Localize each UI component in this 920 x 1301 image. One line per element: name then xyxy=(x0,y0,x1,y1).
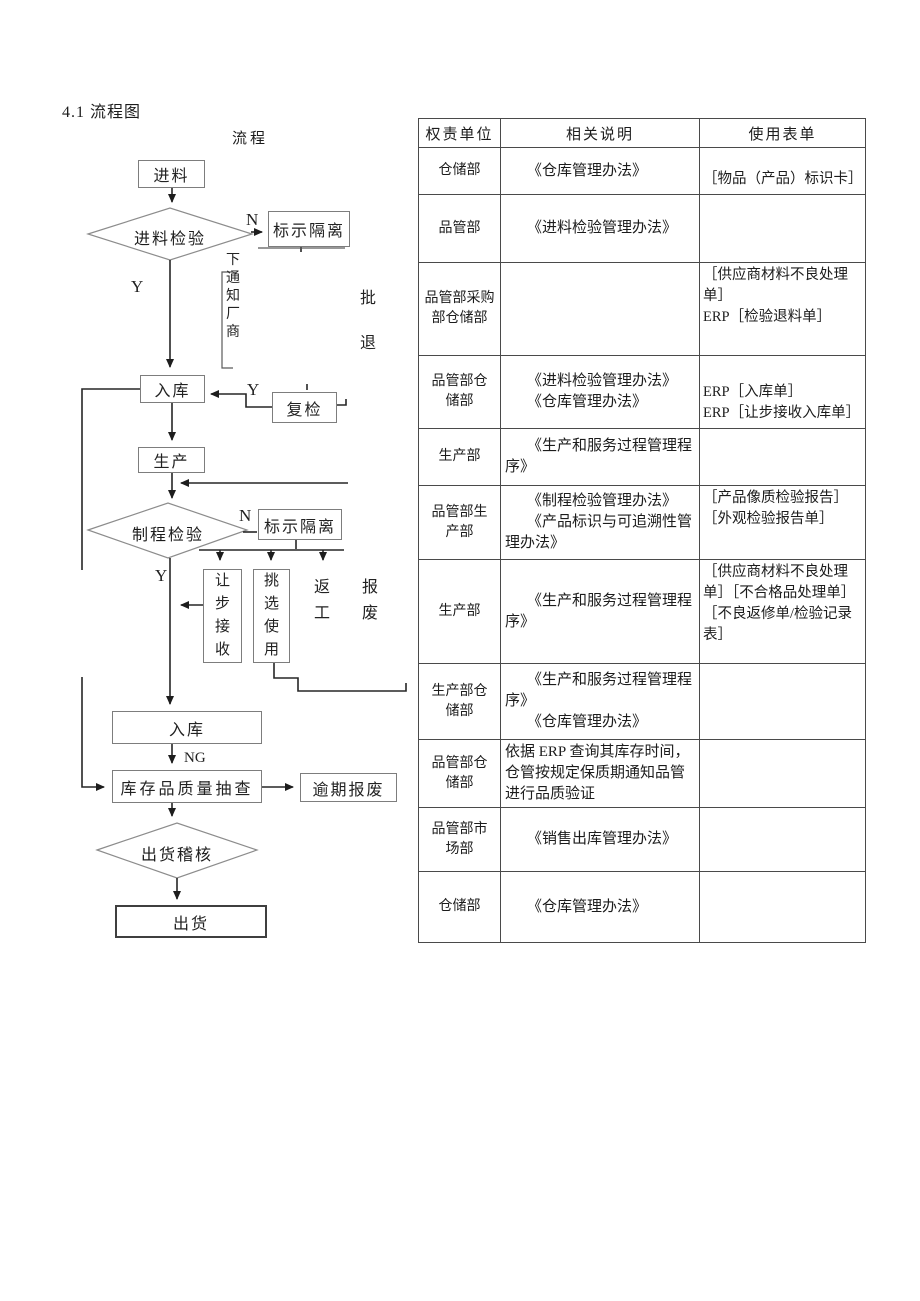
desc-line: 《生产和服务过程管理程序》 xyxy=(505,592,693,630)
arrow-recheck-to-warehouse xyxy=(210,390,272,408)
unit-line: 品管部仓 xyxy=(431,374,488,389)
unit-line: 部仓储部 xyxy=(431,311,488,326)
flow-node-recheck: 复检 xyxy=(272,392,337,423)
label-n1: N xyxy=(246,210,259,229)
process-check-diamond xyxy=(86,502,249,559)
desc-line: 《生产和服务过程管理程序》 xyxy=(505,438,693,475)
flow-node-mark-isolate-1: 标示隔离 xyxy=(268,211,350,247)
label-n2: N xyxy=(239,506,252,525)
table-row: 品管部生 产部 《制程检验管理办法》 《产品标识与可追溯性管理办法》 ［产品像质… xyxy=(418,485,866,560)
form-line: ERP［检验退料单］ xyxy=(703,309,832,325)
form-line: ［产品像质检验报告］ xyxy=(703,490,848,506)
line-warehouse-left-bypass-top xyxy=(81,388,140,570)
unit-line: 品管部生 xyxy=(431,504,488,520)
form-line: ［不良返修单/检验记录表］ xyxy=(703,606,853,643)
table-row: 品管部仓 储部 依据 ERP 查询其库存时间，仓管按规定保质期通知品管进行品质验… xyxy=(418,739,866,808)
desc-line: 《进料检验管理办法》 xyxy=(527,373,678,389)
shipment-audit-diamond xyxy=(95,822,259,879)
flow-node-concession-accept: 让步接收 xyxy=(203,569,242,663)
section-title: 4.1 流程图 xyxy=(62,104,142,121)
header-desc: 相关说明 xyxy=(500,118,700,148)
table-row: 生产部仓 储部 《生产和服务过程管理程序》 《仓库管理办法》 xyxy=(418,663,866,740)
header-forms: 使用表单 xyxy=(699,118,866,148)
flow-node-sort-use: 挑选使用 xyxy=(253,569,290,663)
unit-line: 生产部 xyxy=(438,603,481,619)
desc-line: 《进料检验管理办法》 xyxy=(527,220,678,236)
table-row: 品管部采购 部仓储部 ［供应商材料不良处理单］ ERP［检验退料单］ xyxy=(418,262,866,356)
flow-node-warehouse-1: 入库 xyxy=(140,375,205,403)
flow-node-feed-check: 进料检验 xyxy=(133,231,206,248)
form-line: ［外观检验报告单］ xyxy=(703,511,834,527)
unit-line: 产部 xyxy=(445,524,474,540)
flow-node-shipment: 出货 xyxy=(115,905,267,938)
form-line: ERP［入库单］ xyxy=(703,384,803,400)
stub-recheck-right xyxy=(337,399,347,406)
decision-diamonds xyxy=(86,207,259,879)
unit-line: 储部 xyxy=(445,394,474,409)
unit-line: 仓储部 xyxy=(438,899,481,914)
label-y1: Y xyxy=(131,277,144,296)
concession-accept-label: 让步接收 xyxy=(214,573,230,658)
table-row: 品管部市 场部 《销售出库管理办法》 xyxy=(418,807,866,872)
feed-check-diamond xyxy=(86,207,254,261)
flow-node-process-check: 制程检验 xyxy=(131,527,204,544)
table-row: 生产部 《生产和服务过程管理程序》 xyxy=(418,428,866,486)
unit-line: 储部 xyxy=(445,775,474,791)
unit-line: 品管部 xyxy=(438,220,481,236)
notify-bracket xyxy=(221,271,233,369)
table-row: 生产部 《生产和服务过程管理程序》 ［供应商材料不良处理单］［不合格品处理单］ … xyxy=(418,559,866,664)
unit-line: 场部 xyxy=(445,841,474,857)
flow-node-production: 生产 xyxy=(138,447,205,473)
desc-line: 《仓库管理办法》 xyxy=(527,162,648,179)
table-row: 仓储部 《仓库管理办法》 xyxy=(418,871,866,943)
header-unit: 权责单位 xyxy=(418,118,501,148)
unit-line: 储部 xyxy=(445,703,474,719)
responsibility-table: 权责单位 相关说明 使用表单 仓储部 《仓库管理办法》 ［物品（产品）标识卡］ … xyxy=(418,118,866,943)
table-row: 品管部仓 储部 《进料检验管理办法》 《仓库管理办法》 ERP［入库单］ ERP… xyxy=(418,355,866,429)
label-y2: Y xyxy=(247,380,260,399)
flow-node-warehouse-2: 入库 xyxy=(112,711,262,744)
flow-node-scrap: 报废 xyxy=(361,579,378,622)
desc-line: 《仓库管理办法》 xyxy=(527,714,648,730)
sort-use-label: 挑选使用 xyxy=(263,573,279,658)
unit-line: 生产部 xyxy=(438,449,481,464)
flow-lane-header: 流程 xyxy=(231,131,268,147)
desc-line: 《生产和服务过程管理程序》 xyxy=(505,672,693,709)
unit-line: 品管部市 xyxy=(431,821,488,837)
table-row: 品管部 《进料检验管理办法》 xyxy=(418,194,866,263)
form-line: ［供应商材料不良处理单］［不合格品处理单］ xyxy=(703,564,856,601)
line-left-bypass-bottom xyxy=(81,677,105,791)
unit-line: 仓储部 xyxy=(438,163,481,178)
unit-line: 生产部仓 xyxy=(431,683,488,699)
desc-line: 《产品标识与可追溯性管理办法》 xyxy=(505,514,693,551)
flow-node-feed: 进料 xyxy=(138,160,205,188)
flow-node-shipment-audit: 出货稽核 xyxy=(140,847,213,864)
desc-line: 《仓库管理办法》 xyxy=(527,394,648,410)
flow-node-mark-isolate-2: 标示隔离 xyxy=(258,509,342,540)
flow-node-overdue-scrap: 逾期报废 xyxy=(300,773,397,802)
label-notify-supplier: 下通知厂商 xyxy=(226,253,240,340)
flow-node-rework: 返工 xyxy=(313,579,330,622)
desc-line: 《仓库管理办法》 xyxy=(527,898,648,915)
form-line: ERP［让步接收入库单］ xyxy=(703,405,861,421)
path-sort-use-return xyxy=(273,663,407,692)
desc-line: 《销售出库管理办法》 xyxy=(527,831,678,847)
form-line: ［物品（产品）标识卡］ xyxy=(703,171,863,187)
label-y3: Y xyxy=(155,566,168,585)
label-ng: NG xyxy=(184,750,206,766)
flow-arrows xyxy=(81,188,407,900)
unit-line: 品管部采购 xyxy=(424,291,495,306)
unit-line: 品管部仓 xyxy=(431,755,488,771)
decor-lines xyxy=(221,247,345,369)
desc-line: 依据 ERP 查询其库存时间，仓管按规定保质期通知品管进行品质验证 xyxy=(505,744,690,802)
table-header-row: 权责单位 相关说明 使用表单 xyxy=(418,118,866,148)
flow-node-stock-quality-check: 库存品质量抽查 xyxy=(112,770,262,803)
desc-line: 《制程检验管理办法》 xyxy=(527,493,678,509)
label-batch-reject: 批退 xyxy=(359,290,376,352)
form-line: ［供应商材料不良处理单］ xyxy=(703,267,848,304)
table-row: 仓储部 《仓库管理办法》 ［物品（产品）标识卡］ xyxy=(418,147,866,195)
